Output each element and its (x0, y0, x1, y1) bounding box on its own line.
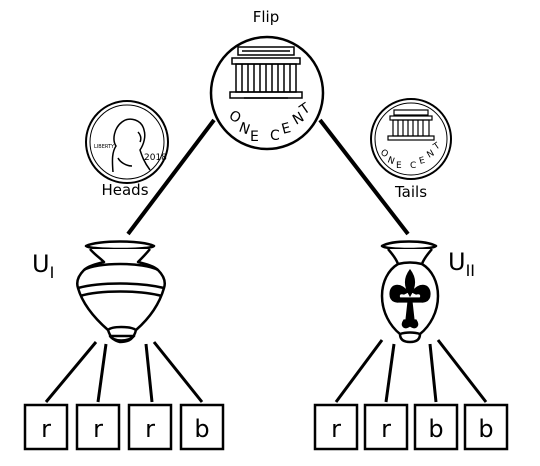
ball-line-left-2 (96, 343, 108, 403)
branch-line-heads (126, 118, 216, 236)
ball-label-left-1: r (41, 415, 51, 443)
svg-text:E: E (280, 120, 293, 138)
ball-label-left-2: r (93, 415, 103, 443)
ball-box-right-1 (313, 403, 359, 451)
heads-label: Heads (101, 181, 148, 199)
ball-box-left-4 (179, 403, 225, 451)
ball-box-right-2 (363, 403, 409, 451)
svg-text:C: C (410, 161, 416, 171)
svg-text:E: E (250, 129, 259, 145)
urn-left-label: UI (32, 250, 54, 282)
tails-coin: O N E C E N T (370, 98, 452, 180)
ball-line-right-4 (436, 339, 488, 403)
urn-left-vase-icon (76, 240, 166, 344)
memorial-building-icon (229, 46, 303, 99)
tails-coin-text: O N E C E N T (379, 141, 443, 171)
lincoln-portrait-icon (111, 118, 151, 173)
ball-line-right-2 (384, 343, 396, 403)
ball-label-right-1: r (331, 415, 341, 443)
ball-box-left-2 (75, 403, 121, 451)
svg-text:T: T (431, 141, 442, 153)
ball-box-left-1 (23, 403, 69, 451)
svg-text:E: E (418, 156, 426, 167)
ball-line-left-4 (152, 341, 204, 403)
ball-box-right-4 (463, 403, 509, 451)
ball-label-right-2: r (381, 415, 391, 443)
ball-label-left-4: b (194, 415, 209, 443)
branch-line-tails (318, 118, 410, 236)
urn-right-label: UII (448, 248, 475, 280)
ball-line-right-1 (334, 339, 384, 403)
heads-year: 2018 (144, 153, 167, 163)
svg-text:N: N (386, 155, 396, 167)
heads-motto: LIBERTY (94, 144, 115, 150)
flip-coin: O N E C E N T (209, 35, 325, 151)
fleur-de-lis-icon (389, 268, 431, 329)
ball-line-left-1 (44, 341, 98, 403)
ball-label-right-3: b (428, 415, 443, 443)
svg-text:E: E (396, 161, 402, 171)
memorial-building-small-icon (387, 109, 435, 141)
tails-label: Tails (394, 183, 427, 201)
ball-box-right-3 (413, 403, 459, 451)
ball-line-right-3 (428, 343, 438, 403)
ball-box-left-3 (127, 403, 173, 451)
svg-text:C: C (270, 128, 280, 144)
svg-text:N: N (237, 120, 252, 139)
svg-text:O: O (379, 148, 390, 160)
heads-coin: LIBERTY 2018 (85, 100, 169, 184)
svg-text:N: N (426, 149, 437, 161)
ball-label-left-3: r (145, 415, 155, 443)
ball-label-right-4: b (478, 415, 493, 443)
flip-title: Flip (253, 8, 279, 26)
ball-line-left-3 (144, 343, 154, 403)
